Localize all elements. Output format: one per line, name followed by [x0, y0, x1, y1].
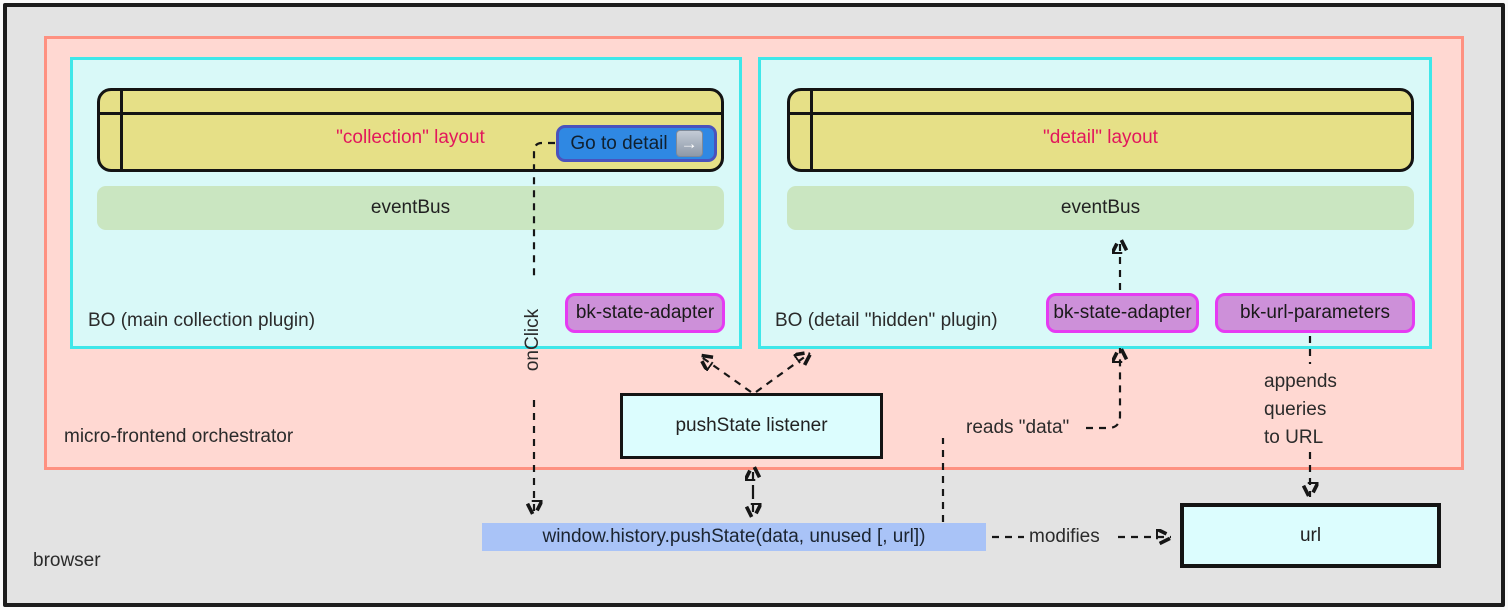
pushstate-listener-box: pushState listener: [620, 393, 883, 459]
window-frame-hline: [790, 112, 1411, 115]
go-to-detail-label: Go to detail: [570, 132, 668, 154]
arrow-right-icon: →: [675, 130, 703, 157]
detail-layout-title: "detail" layout: [1043, 127, 1158, 148]
modifies-edge-label: modifies: [1029, 526, 1100, 547]
url-box: url: [1180, 503, 1441, 568]
browser-label: browser: [33, 550, 101, 571]
collection-layout-title: "collection" layout: [336, 127, 485, 148]
eventbus-detail: eventBus: [787, 186, 1414, 230]
bo-collection-label: BO (main collection plugin): [88, 310, 316, 331]
go-to-detail-button[interactable]: Go to detail →: [556, 125, 717, 162]
window-frame-hline: [100, 112, 721, 115]
pushstate-call-bar: window.history.pushState(data, unused [,…: [482, 523, 986, 551]
reads-data-edge-label: reads "data": [966, 417, 1070, 438]
bk-state-adapter-detail: bk-state-adapter: [1046, 293, 1199, 333]
bo-detail-label: BO (detail "hidden" plugin): [775, 310, 998, 331]
window-frame-vline: [810, 91, 813, 169]
eventbus-collection: eventBus: [97, 186, 724, 230]
appends-queries-edge-label: appends queries to URL: [1264, 371, 1337, 448]
detail-layout-window: "detail" layout: [787, 88, 1414, 172]
bk-url-parameters: bk-url-parameters: [1215, 293, 1415, 333]
onclick-edge-label: onClick: [522, 308, 543, 372]
bk-state-adapter-collection: bk-state-adapter: [565, 293, 725, 333]
window-frame-vline: [120, 91, 123, 169]
orchestrator-label: micro-frontend orchestrator: [64, 426, 294, 447]
